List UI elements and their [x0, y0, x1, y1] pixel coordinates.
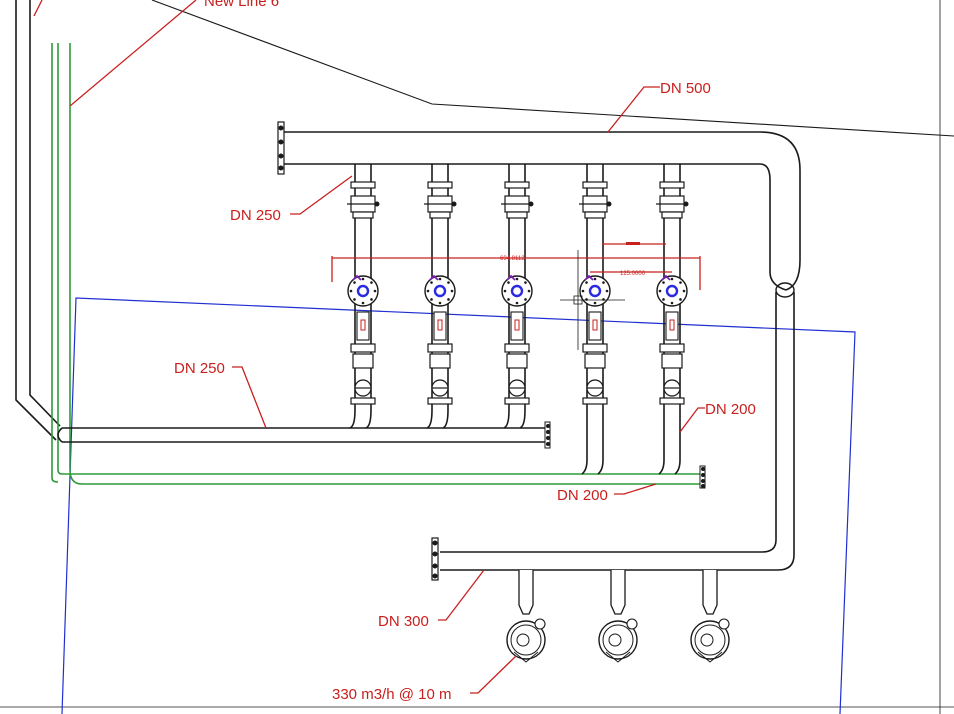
valve-assembly: [579, 181, 612, 405]
pump: [598, 570, 638, 663]
pump: [506, 570, 546, 663]
valve-assembly: [656, 181, 689, 405]
pumps: [506, 570, 730, 663]
valve-assembly: [347, 181, 380, 405]
valve-assemblies: [347, 181, 689, 405]
branch-3: [503, 164, 526, 429]
dn300-label: DN 300: [378, 613, 429, 630]
dim-spacing: 125.0000: [620, 271, 646, 277]
branch-4: [581, 164, 604, 475]
dn200-right-label: DN 200: [705, 401, 756, 418]
dn250-top-label: DN 250: [230, 207, 281, 224]
pump-rating-label: 330 m3/h @ 10 m: [332, 686, 451, 703]
valve-assembly: [501, 181, 534, 405]
dim-overall: 694.8112: [500, 256, 525, 262]
annotation-labels: New Line 6 DN 500 DN 250 DN 250 DN 200 D…: [174, 0, 756, 703]
dn250-lower-header-pipe: [57, 421, 706, 489]
left-riser-pipe: [15, 0, 61, 441]
dn500-label: DN 500: [660, 80, 711, 97]
pump: [690, 570, 730, 663]
branch-1: [349, 164, 372, 429]
dimension-lines: 694.8112 125.0000: [331, 242, 701, 350]
dn300-riser-pipe: [431, 282, 795, 581]
branch-2: [426, 164, 449, 429]
building-outline: [61, 297, 856, 714]
dn200-bottom-label: DN 200: [557, 487, 608, 504]
valve-assembly: [424, 181, 457, 405]
new-line-label: New Line 6: [204, 0, 279, 10]
new-line-pipe: [51, 43, 700, 485]
branch-5: [658, 164, 681, 475]
leader-lines: [33, 0, 705, 694]
dn250-mid-label: DN 250: [174, 360, 225, 377]
